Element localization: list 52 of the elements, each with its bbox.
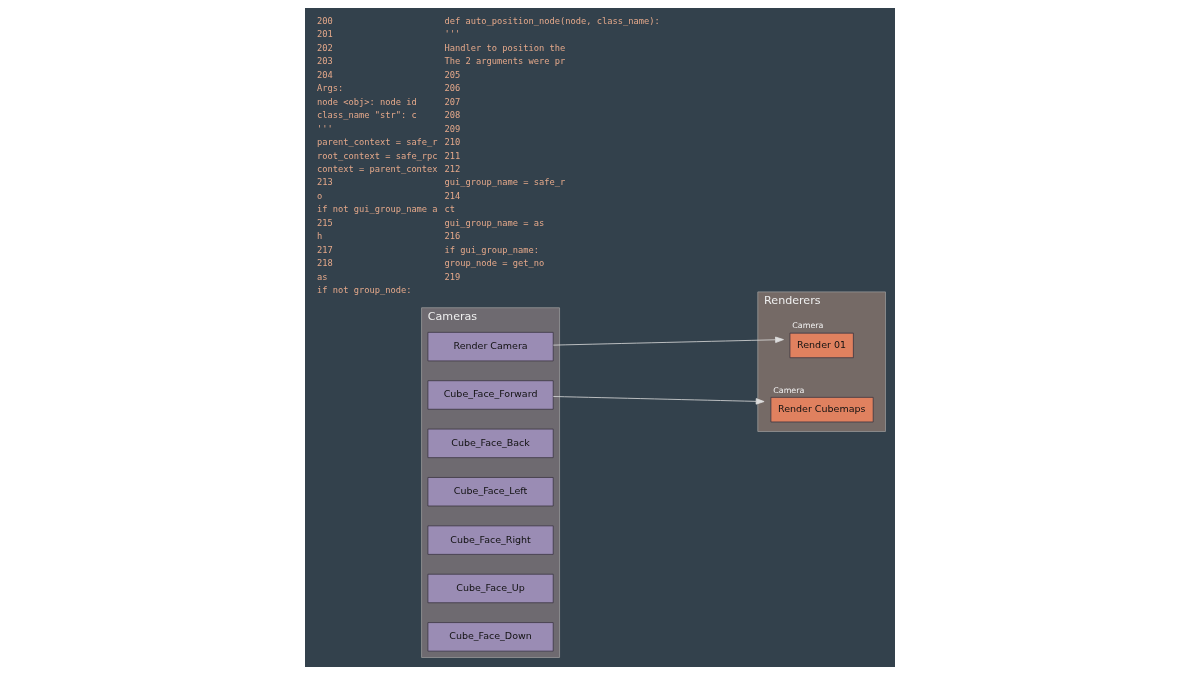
label: if not gui_group_name a	[316, 204, 438, 215]
label: context = parent_contex	[316, 164, 438, 174]
label: '''	[316, 123, 333, 134]
label: 203	[316, 56, 333, 67]
label: 218	[316, 258, 333, 269]
label: 208	[444, 110, 461, 121]
label: 213	[316, 177, 333, 188]
label: if gui_group_name:	[444, 244, 540, 255]
label: class_name "str": c	[316, 110, 417, 121]
label: o	[316, 190, 323, 201]
label: 204	[316, 69, 333, 80]
arrow	[552, 396, 765, 405]
arrow	[552, 336, 784, 346]
label: 219	[444, 271, 461, 282]
node-box: Cube_Face_Forward	[427, 380, 554, 410]
label: Args:	[316, 83, 344, 94]
label: Handler to position the	[444, 42, 566, 53]
node-box: Cube_Face_Left	[427, 477, 554, 507]
node-box: Cube_Face_Back	[427, 428, 554, 459]
label: 216	[444, 231, 461, 242]
label: 201	[316, 29, 333, 40]
label: if not group_node:	[316, 285, 412, 296]
label: 215	[316, 217, 333, 228]
label: 209	[444, 123, 461, 134]
label: '''	[444, 29, 461, 40]
label: 211	[444, 150, 461, 161]
label: root_context = safe_rpc	[316, 150, 438, 161]
label: 206	[444, 83, 461, 94]
node-label: Camera	[773, 385, 805, 395]
label: 210	[444, 137, 461, 148]
node-box: Cube_Face_Up	[427, 573, 554, 604]
label: The 2 arguments were pr	[444, 56, 566, 67]
label: gui_group_name = safe_r	[444, 177, 566, 188]
label: as	[316, 271, 328, 282]
node-label: Camera	[792, 321, 824, 331]
label: node <obj>: node id	[316, 96, 417, 107]
node-box: Render Camera	[427, 331, 554, 362]
node-box: Cube_Face_Right	[427, 525, 554, 555]
label: h	[316, 231, 323, 242]
label: 214	[444, 190, 461, 201]
label: 217	[316, 244, 333, 255]
label: parent_context = safe_r	[316, 137, 438, 148]
label: group_node = get_no	[444, 258, 545, 269]
label: 212	[444, 164, 461, 174]
node-box: Cube_Face_Down	[427, 622, 554, 652]
label: 205	[444, 69, 461, 80]
label: gui_group_name = as	[444, 217, 545, 228]
label: ct	[444, 204, 456, 215]
label: 207	[444, 96, 461, 107]
label: def auto_position_node(node, class_name):	[444, 15, 660, 26]
label: 202	[316, 42, 333, 53]
label: 200	[316, 15, 333, 26]
